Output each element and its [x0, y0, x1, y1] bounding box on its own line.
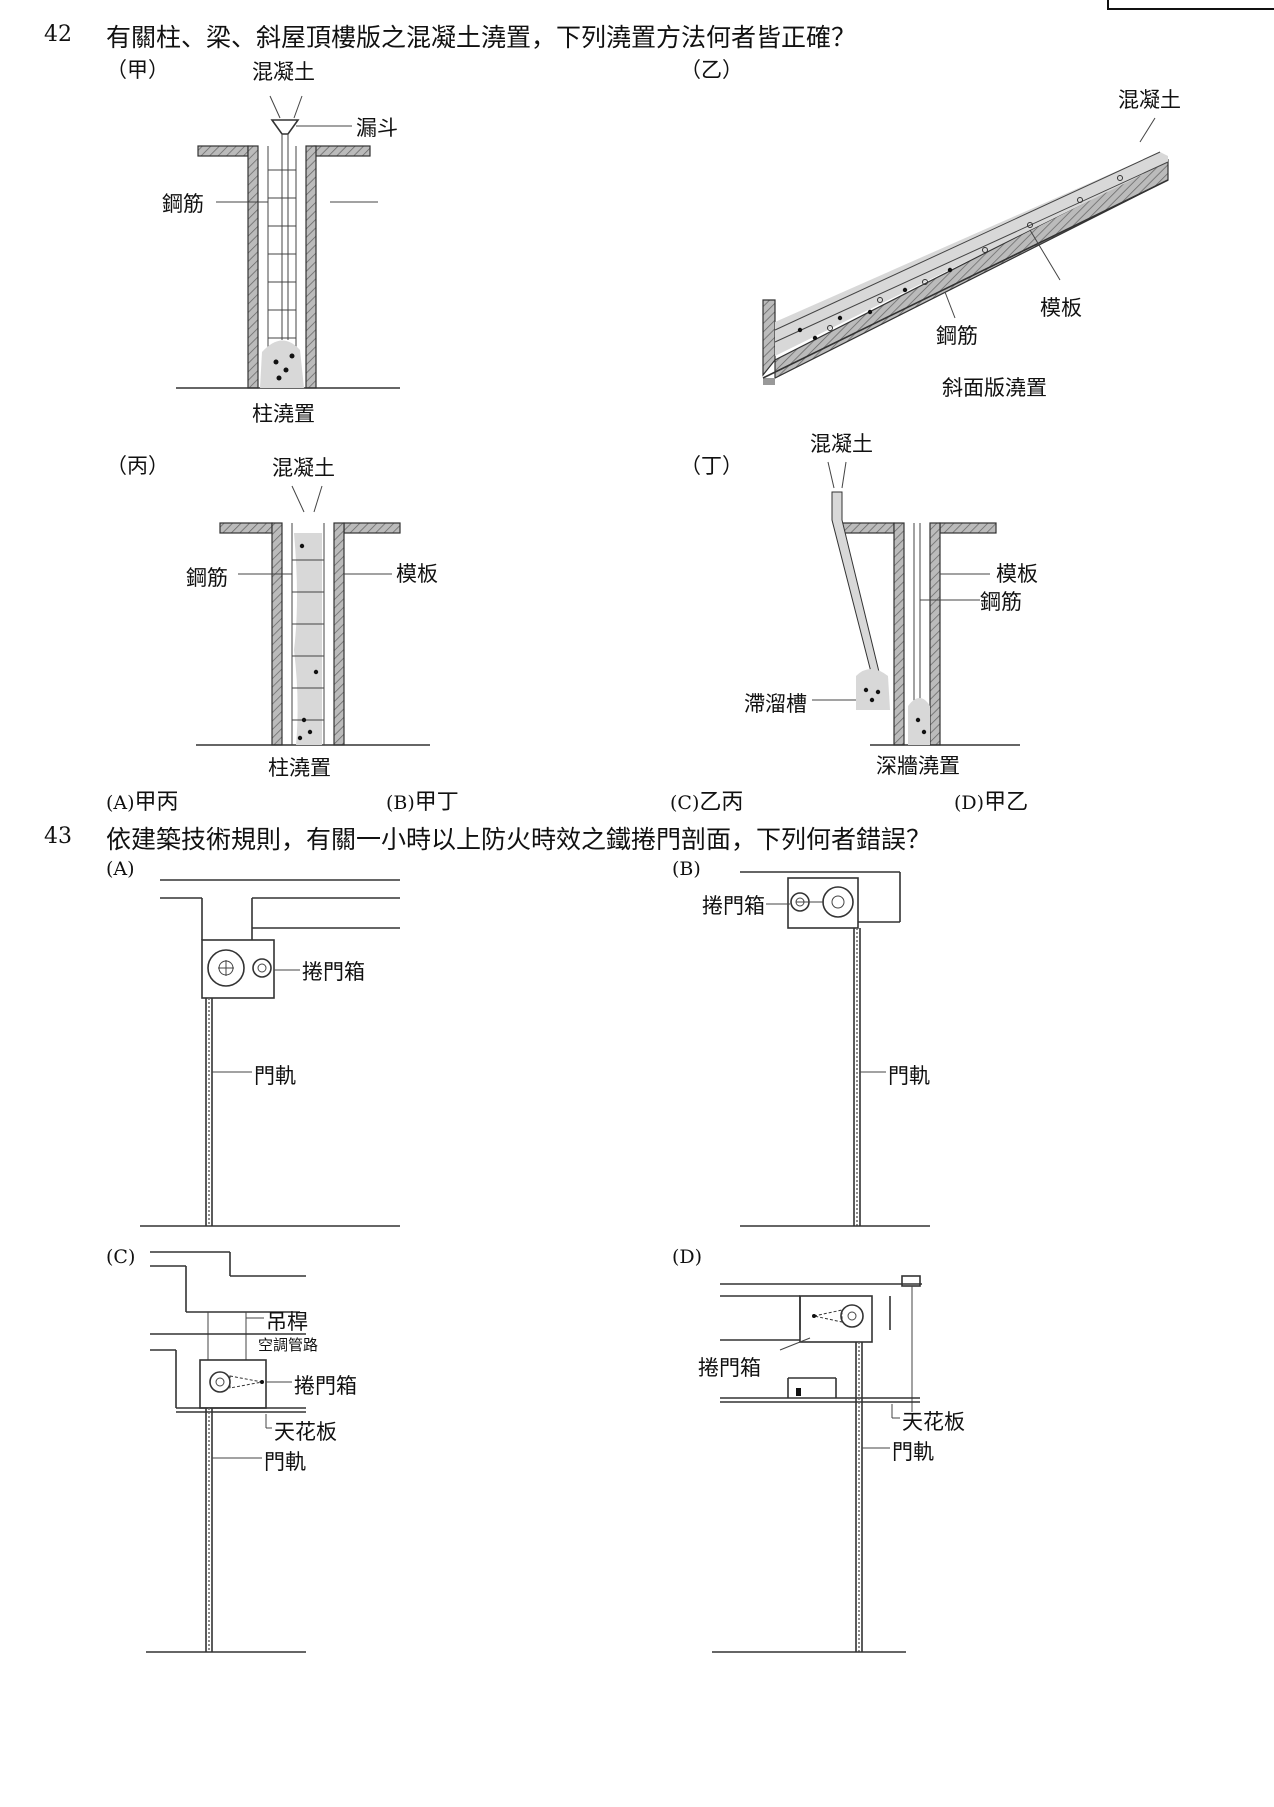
- q43-text: 依建築技術規則，有關一小時以上防火時效之鐵捲門剖面，下列何者錯誤？: [106, 825, 932, 854]
- q42-fig-b-concrete: 混凝土: [1118, 88, 1181, 112]
- q42-fig-a-rebar: 鋼筋: [162, 192, 204, 216]
- q42-number: 42: [44, 22, 72, 47]
- q43-fig-c-tag: (C): [106, 1246, 136, 1268]
- q42-fig-c-formwork: 模板: [396, 562, 438, 586]
- q42-fig-a-concrete: 混凝土: [252, 60, 315, 84]
- q43-fig-c-duct: 空調管路: [258, 1336, 319, 1354]
- q42-fig-b-rebar: 鋼筋: [936, 324, 978, 348]
- q43-fig-a-box: 捲門箱: [302, 960, 365, 984]
- q42-fig-b-caption: 斜面版澆置: [942, 376, 1047, 400]
- q43-fig-b-box: 捲門箱: [702, 894, 765, 918]
- q42-fig-d-rebar: 鋼筋: [980, 590, 1022, 614]
- q42-fig-a-funnel: 漏斗: [356, 116, 398, 140]
- q43-number: 43: [44, 824, 72, 849]
- q42-fig-d-concrete: 混凝土: [810, 432, 873, 456]
- q42-option-c[interactable]: (C)乙丙: [670, 790, 744, 815]
- q43-fig-c-box: 捲門箱: [294, 1374, 357, 1398]
- q42-fig-c-caption: 柱澆置: [268, 756, 331, 780]
- q43-fig-d-rail: 門軌: [892, 1440, 934, 1464]
- q42-fig-d-chute: 滯溜槽: [744, 692, 807, 716]
- q42-option-a[interactable]: (A)甲丙: [106, 790, 179, 815]
- q43-fig-b-tag: (B): [672, 858, 701, 880]
- q42-fig-a-tag: （甲）: [106, 58, 169, 82]
- q42-fig-d-tag: （丁）: [680, 454, 743, 478]
- q43-fig-c-hanger: 吊桿: [266, 1310, 308, 1334]
- figure-ding-wall: [812, 461, 1020, 746]
- figure-43a: [140, 879, 400, 1227]
- figure-43b: [740, 871, 930, 1227]
- q43-fig-a-rail: 門軌: [254, 1064, 296, 1088]
- q42-fig-b-formwork: 模板: [1040, 296, 1082, 320]
- figure-43d: [712, 1275, 922, 1653]
- q42-text: 有關柱、梁、斜屋頂樓版之混凝土澆置，下列澆置方法何者皆正確？: [106, 23, 857, 52]
- q43-fig-b-rail: 門軌: [888, 1064, 930, 1088]
- q42-option-b[interactable]: (B)甲丁: [386, 790, 459, 815]
- page-corner-box: [1107, 0, 1274, 10]
- q42-fig-d-caption: 深牆澆置: [876, 754, 960, 778]
- q42-fig-a-caption: 柱澆置: [252, 402, 315, 426]
- q42-fig-d-formwork: 模板: [996, 562, 1038, 586]
- q42-fig-c-tag: （丙）: [106, 454, 169, 478]
- figure-bing-column: [196, 485, 430, 746]
- q43-fig-d-tag: (D): [672, 1246, 703, 1268]
- q42-fig-b-tag: （乙）: [680, 58, 743, 82]
- q43-fig-a-tag: (A): [106, 858, 135, 880]
- q43-fig-c-ceiling: 天花板: [274, 1420, 337, 1444]
- q43-fig-d-box: 捲門箱: [698, 1356, 761, 1380]
- figure-jia-column: [176, 95, 400, 389]
- figure-yi-slab: [762, 117, 1169, 385]
- figure-43c: [146, 1251, 306, 1653]
- q42-fig-c-rebar: 鋼筋: [186, 566, 228, 590]
- q42-option-d[interactable]: (D)甲乙: [954, 790, 1029, 815]
- q42-fig-c-concrete: 混凝土: [272, 456, 335, 480]
- q43-fig-c-rail: 門軌: [264, 1450, 306, 1474]
- q43-fig-d-ceiling: 天花板: [902, 1410, 965, 1434]
